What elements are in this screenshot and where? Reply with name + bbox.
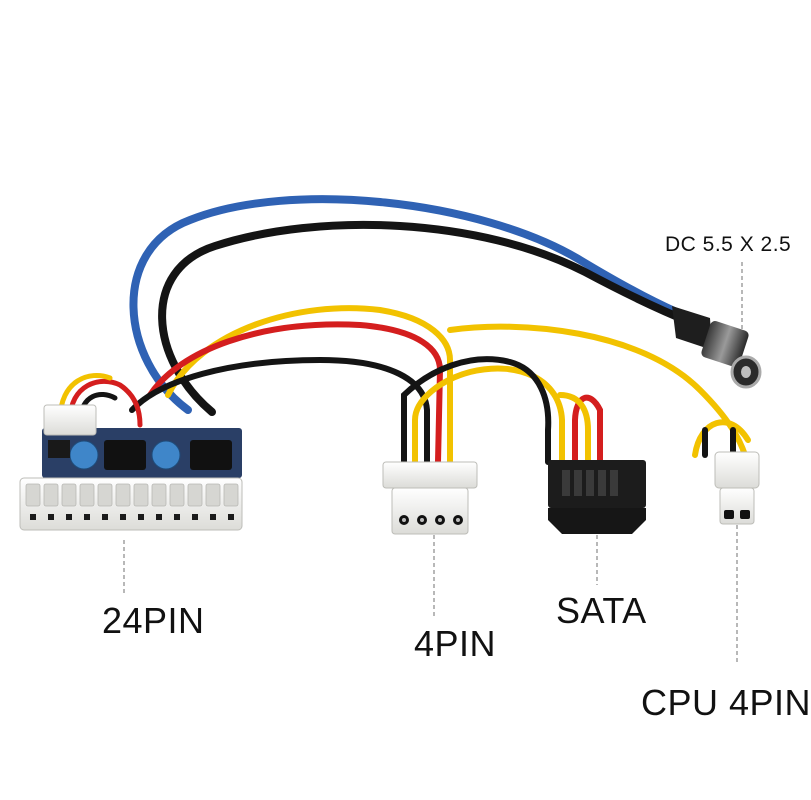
molex-4pin-connector [382,461,478,535]
4pin-label: 4PIN [414,623,497,664]
inductor-2 [190,440,232,470]
cpu-4pin-label: CPU 4PIN [641,682,811,723]
dc-input-cable [129,195,694,416]
pcb-board [42,404,242,478]
wire-blue-dc [129,195,694,414]
cpu-4pin-connector [714,451,760,525]
capacitor-left [69,440,99,470]
wire-yellow-sata [557,392,591,465]
leader-lines [123,262,743,664]
atx-24pin-connector [19,477,243,531]
wire-black-sata [401,356,552,465]
dc-jack-connector [672,306,762,389]
wire-black-main [129,356,430,465]
sata-label: SATA [556,590,647,631]
wire-red-main [147,321,444,465]
sata-power-connector [548,460,646,534]
wire-black-dc [158,220,694,416]
wire-red-sata [572,394,603,465]
wire-yellow-side [412,365,565,465]
capacitor-right [151,440,181,470]
inductor-1 [104,440,146,470]
24pin-label: 24PIN [102,600,205,641]
peripheral-cables [129,305,751,465]
wire-yellow-cpu-2 [692,419,751,458]
dc-jack-label: DC 5.5 X 2.5 [665,233,792,256]
